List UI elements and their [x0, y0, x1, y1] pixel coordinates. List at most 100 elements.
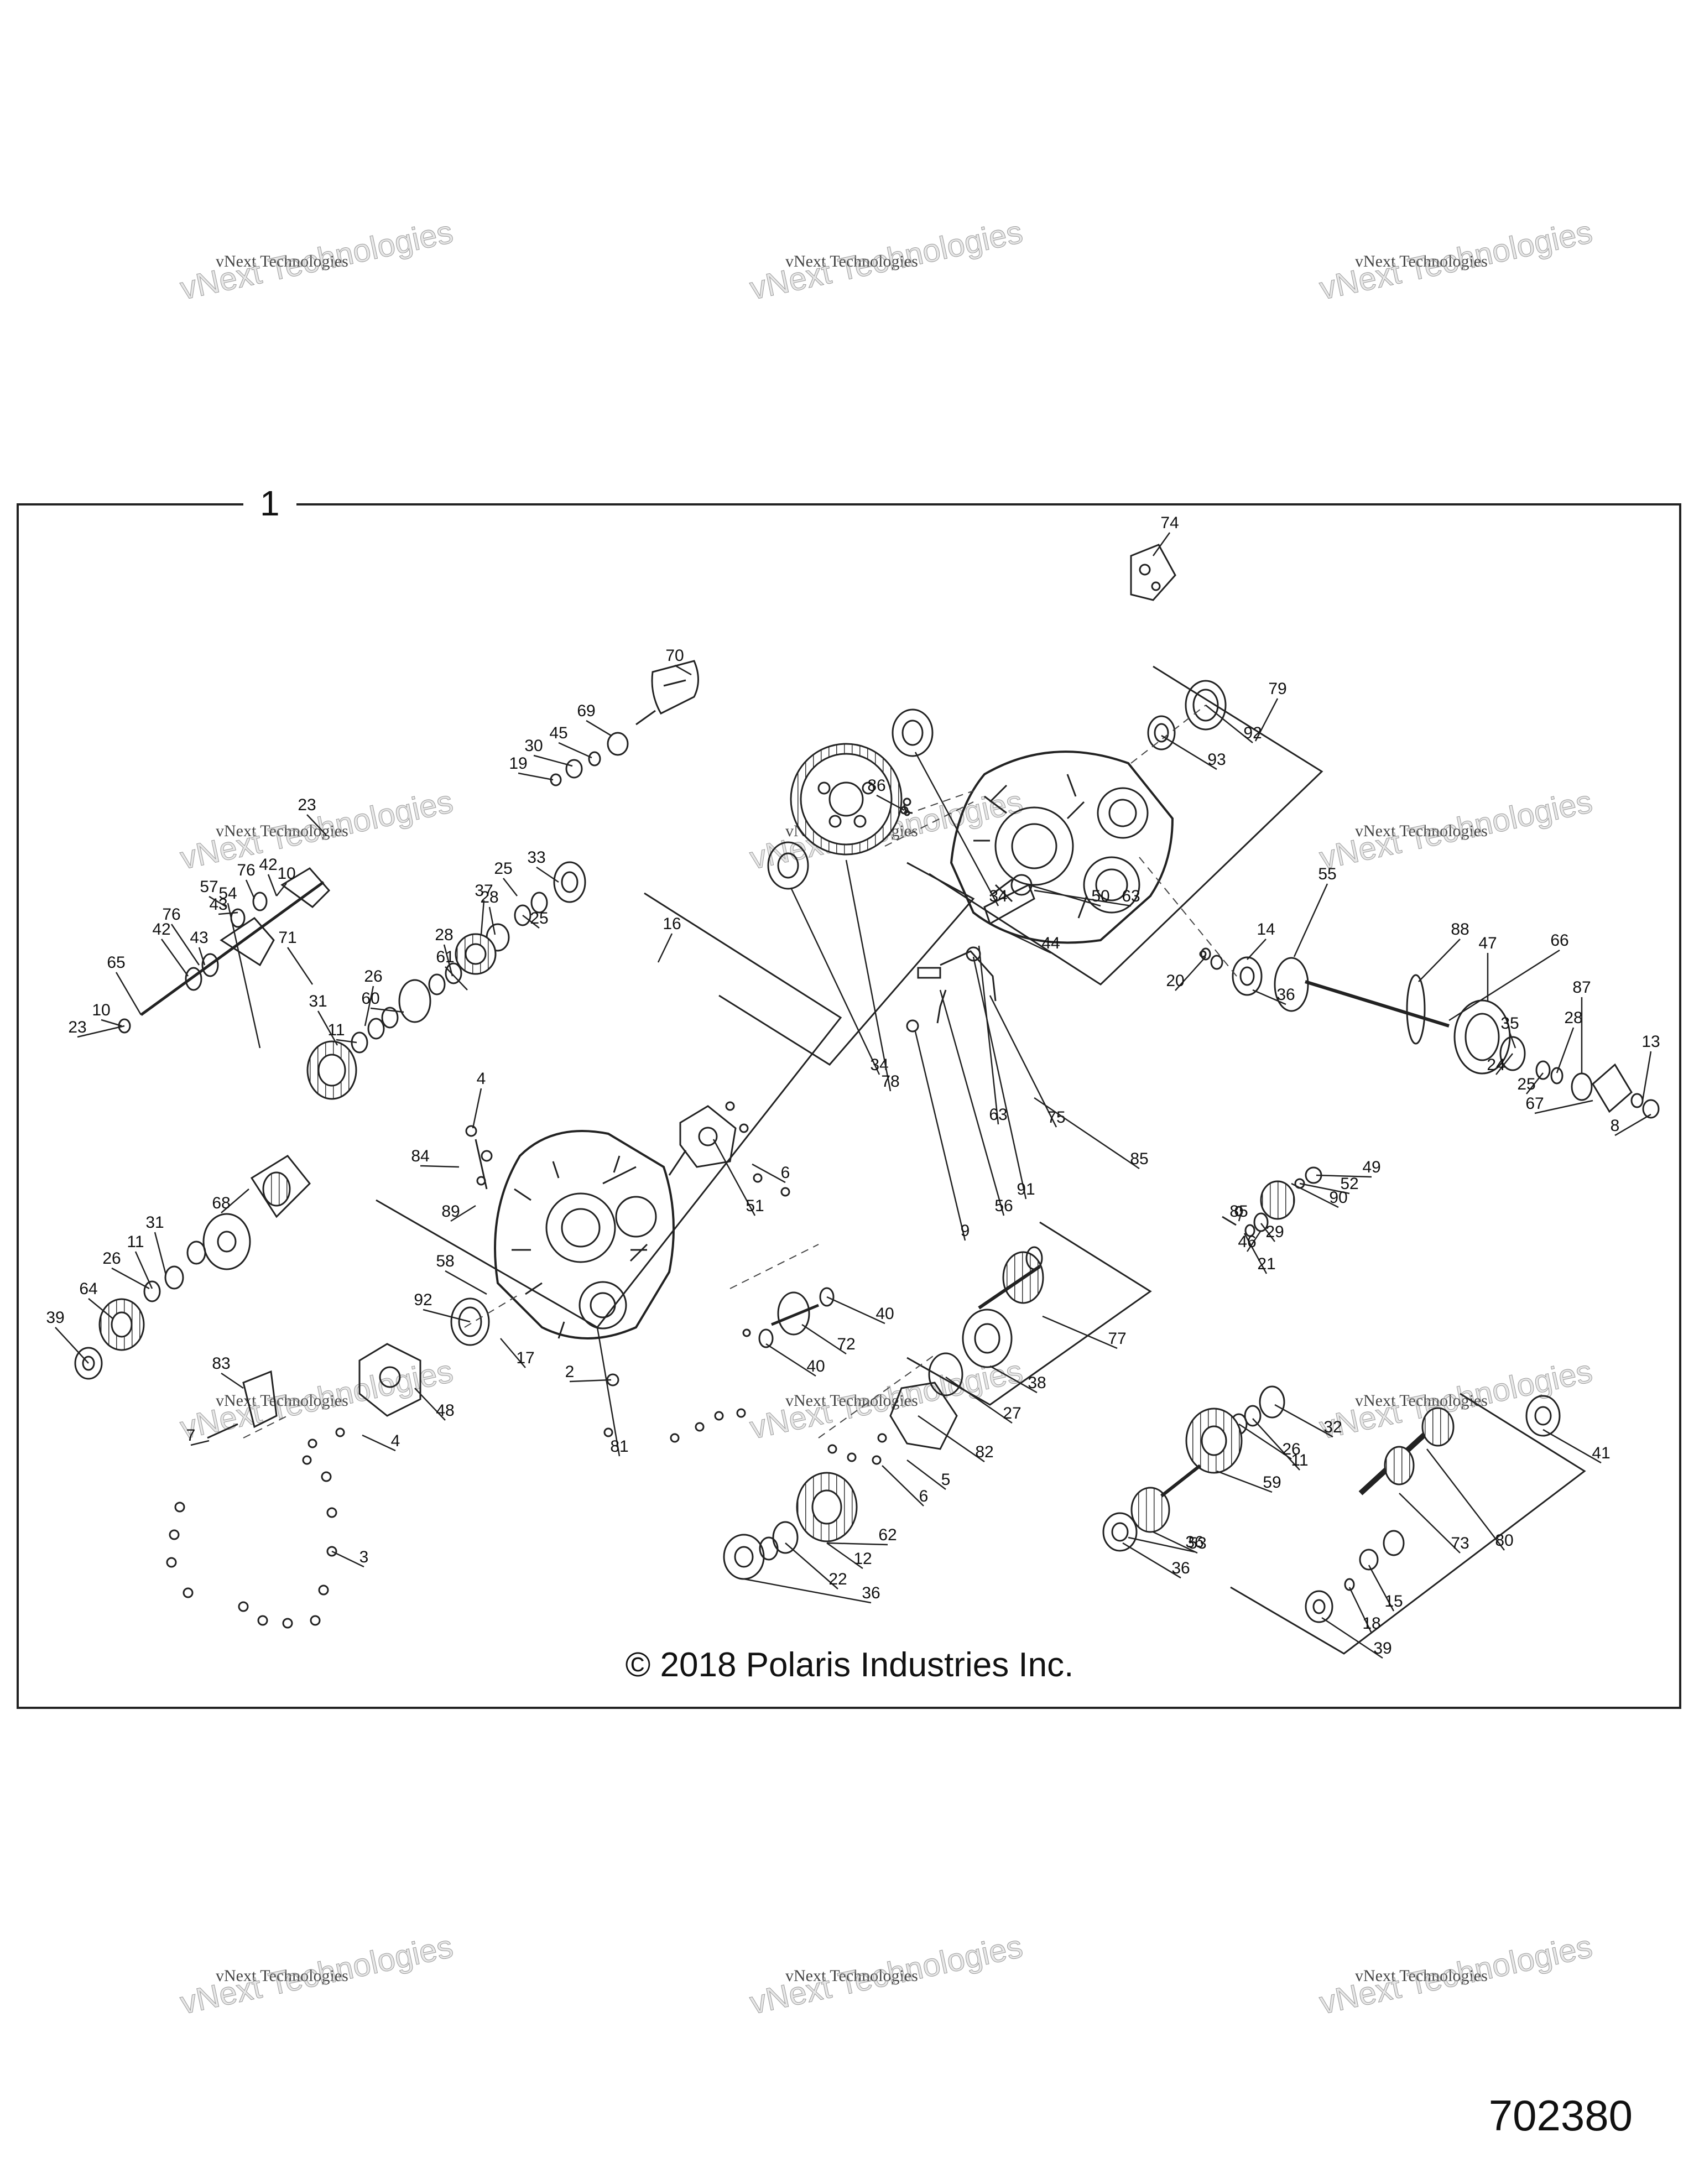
- callout-54: 54: [218, 884, 237, 903]
- part-69: [607, 732, 629, 756]
- callout-leader: [765, 1343, 816, 1377]
- callout-34: 34: [989, 887, 1007, 905]
- callout-53: 53: [1188, 1534, 1206, 1552]
- callout-leader: [1448, 949, 1560, 1021]
- callout-leader: [1509, 1033, 1516, 1049]
- bearing-34-upper: [892, 708, 934, 757]
- callout-22: 22: [828, 1570, 847, 1588]
- callout-leader: [1368, 1565, 1395, 1612]
- callout-67: 67: [1525, 1094, 1544, 1113]
- callout-16: 16: [663, 915, 681, 933]
- callout-leader: [500, 1338, 526, 1368]
- callout-leader: [1252, 1418, 1300, 1471]
- callout-leader: [1556, 1027, 1575, 1073]
- callout-leader: [945, 1376, 1013, 1424]
- callout-92: 92: [414, 1291, 432, 1309]
- callout-leader: [1542, 1429, 1602, 1464]
- callout-leader: [1321, 1617, 1383, 1659]
- callout-leader: [317, 1010, 338, 1046]
- callout-leader: [1316, 1174, 1372, 1178]
- callout-leader: [443, 944, 454, 977]
- callout-leader: [876, 794, 905, 811]
- callout-leader: [227, 903, 261, 1049]
- callout-leader: [826, 1542, 888, 1546]
- callout-79: 79: [1268, 680, 1286, 698]
- callout-leader: [1042, 1315, 1118, 1349]
- callout-leader: [134, 1251, 153, 1289]
- callout-6: 6: [781, 1164, 790, 1182]
- callout-leader: [1254, 698, 1279, 742]
- callout-76: 76: [237, 861, 255, 879]
- callout-layer: 2344566789101011111112131415161718192021…: [46, 514, 1660, 1659]
- callout-leader: [160, 939, 189, 977]
- callout-31: 31: [309, 992, 327, 1010]
- callout-leader: [1034, 889, 1132, 907]
- callout-leader: [989, 1365, 1038, 1394]
- callout-leader: [101, 1019, 122, 1027]
- case-housing-81: [494, 1130, 675, 1339]
- callout-39: 39: [1373, 1639, 1391, 1657]
- callout-48: 48: [436, 1401, 454, 1420]
- callout-leader: [198, 947, 206, 966]
- callout-leader: [790, 887, 880, 1075]
- callout-leader: [826, 1296, 885, 1325]
- callout-49: 49: [1362, 1158, 1380, 1176]
- callout-20: 20: [1166, 972, 1184, 990]
- flange-87: [1592, 1063, 1633, 1113]
- callout-leader: [445, 1270, 487, 1295]
- callout-leader: [801, 1323, 847, 1355]
- callout-leader: [221, 1372, 244, 1389]
- callout-85: 85: [1229, 1202, 1248, 1221]
- callout-52: 52: [1340, 1175, 1358, 1193]
- seal-92-left: [450, 1297, 490, 1346]
- part-45: [588, 751, 601, 767]
- callout-31: 31: [145, 1213, 164, 1232]
- callout-leader: [712, 1139, 756, 1216]
- output-shaft-66: [1305, 980, 1450, 1028]
- callout-leader: [111, 1267, 150, 1290]
- callout-leader: [88, 1298, 114, 1320]
- callout-62: 62: [878, 1526, 897, 1544]
- callout-43: 43: [190, 929, 208, 947]
- callout-44: 44: [1041, 934, 1060, 952]
- callout-leader: [882, 1465, 924, 1507]
- callout-37: 37: [475, 882, 493, 900]
- callout-leader: [1238, 1211, 1243, 1222]
- callout-6: 6: [919, 1487, 929, 1505]
- callout-66: 66: [1550, 931, 1568, 950]
- callout-42: 42: [259, 856, 277, 874]
- callout-leader: [190, 1440, 210, 1446]
- callout-leader: [414, 1388, 446, 1421]
- callout-leader: [1175, 956, 1206, 991]
- callout-23: 23: [68, 1018, 86, 1036]
- callout-56: 56: [994, 1197, 1013, 1215]
- callout-leader: [1252, 989, 1286, 1005]
- callout-leader: [488, 906, 496, 935]
- shift-drum-70: [635, 660, 699, 726]
- pinion-gear: [1260, 1180, 1295, 1220]
- callout-57: 57: [200, 878, 218, 896]
- seal-92-top: [1185, 680, 1227, 731]
- callout-73: 73: [1451, 1534, 1469, 1552]
- callout-leader: [1243, 1233, 1268, 1274]
- subassembly-79-outline: [929, 665, 1323, 986]
- part-55: [1274, 957, 1309, 1012]
- callout-leader: [423, 1309, 471, 1323]
- callout-leader: [569, 1379, 612, 1383]
- callout-70: 70: [665, 647, 684, 665]
- callout-leader: [286, 947, 314, 985]
- callout-12: 12: [853, 1550, 872, 1568]
- callout-91: 91: [1017, 1180, 1035, 1198]
- callout-leader: [914, 752, 999, 906]
- callout-8: 8: [1611, 1117, 1620, 1135]
- callout-40: 40: [806, 1357, 825, 1375]
- callout-leader: [1161, 734, 1217, 770]
- callout-leader: [331, 1550, 364, 1568]
- callout-leader: [445, 966, 468, 991]
- callout-leader: [480, 900, 485, 935]
